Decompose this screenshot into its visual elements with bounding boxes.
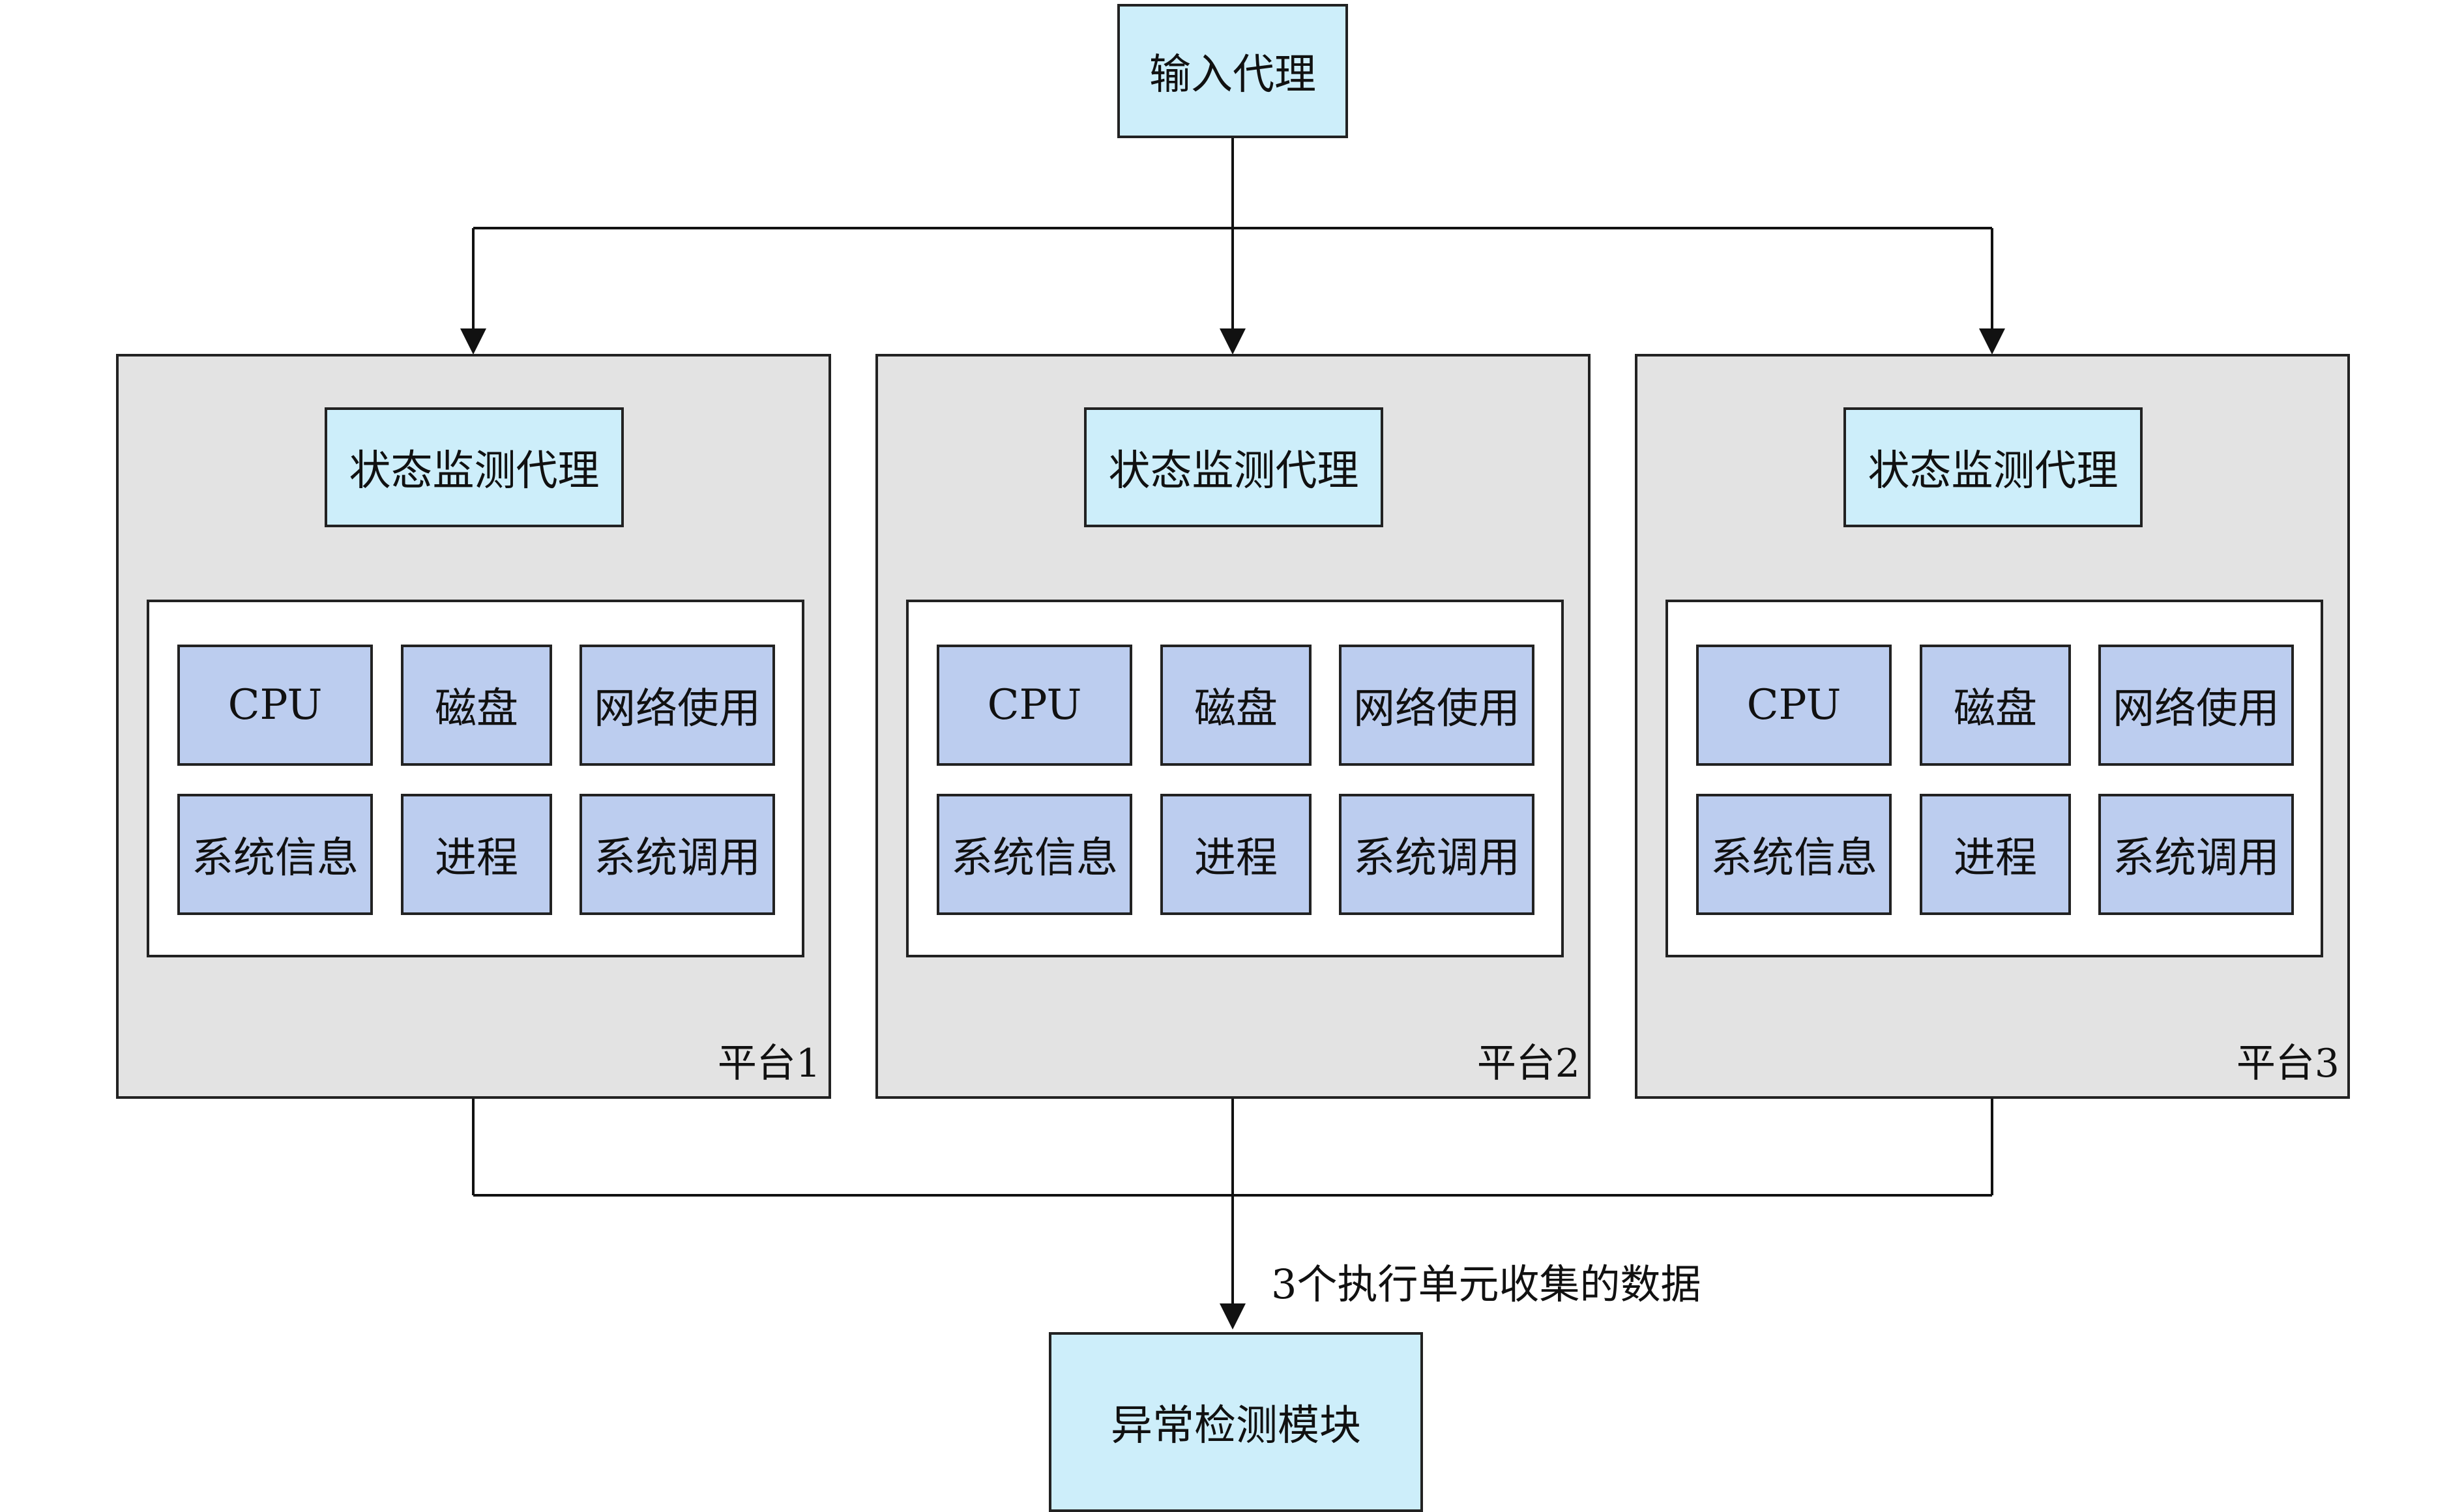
metric-cell-process: 进程 (1160, 794, 1312, 915)
metric-label: 进程 (1954, 834, 2037, 882)
metric-cell-network: 网络使用 (2098, 645, 2294, 766)
metrics-panel: CPU 磁盘 网络使用 系统信息 进程 系统调用 (147, 600, 804, 957)
input-agent-label: 输入代理 (1149, 51, 1316, 99)
input-agent-box: 输入代理 (1117, 4, 1348, 138)
monitor-agent-label: 状态监测代理 (349, 447, 600, 495)
metric-label: 系统调用 (2113, 834, 2280, 882)
metric-cell-process: 进程 (401, 794, 552, 915)
metric-cell-disk: 磁盘 (1160, 645, 1312, 766)
metric-cell-sysinfo: 系统信息 (1696, 794, 1892, 915)
metric-cell-disk: 磁盘 (401, 645, 552, 766)
platform-label: 平台2 (1476, 1041, 1580, 1086)
monitor-agent-label: 状态监测代理 (1868, 447, 2119, 495)
metric-label: 系统信息 (192, 834, 359, 882)
anomaly-module-box: 异常检测模块 (1049, 1332, 1423, 1512)
platform-label: 平台1 (717, 1041, 821, 1086)
monitor-agent-box: 状态监测代理 (1843, 407, 2143, 527)
metric-label: 网络使用 (594, 685, 761, 733)
metric-label: 系统调用 (1353, 834, 1520, 882)
platform-2: 状态监测代理 CPU 磁盘 网络使用 系统信息 进程 系统调用 平台2 (875, 354, 1591, 1099)
metric-cell-syscall: 系统调用 (1339, 794, 1534, 915)
metric-cell-syscall: 系统调用 (579, 794, 775, 915)
metric-cell-cpu: CPU (1696, 645, 1892, 766)
metric-label: 系统信息 (951, 834, 1118, 882)
metric-label: 进程 (435, 834, 518, 882)
monitor-agent-label: 状态监测代理 (1108, 447, 1359, 495)
metric-cell-network: 网络使用 (1339, 645, 1534, 766)
metric-label: CPU (1746, 681, 1841, 729)
metric-label: 网络使用 (1353, 685, 1520, 733)
metric-label: 磁盘 (435, 685, 518, 733)
metric-cell-syscall: 系统调用 (2098, 794, 2294, 915)
metrics-panel: CPU 磁盘 网络使用 系统信息 进程 系统调用 (906, 600, 1564, 957)
metric-cell-cpu: CPU (937, 645, 1132, 766)
anomaly-module-label: 异常检测模块 (1111, 1402, 1361, 1450)
metrics-panel: CPU 磁盘 网络使用 系统信息 进程 系统调用 (1665, 600, 2323, 957)
metric-cell-sysinfo: 系统信息 (177, 794, 373, 915)
platform-3: 状态监测代理 CPU 磁盘 网络使用 系统信息 进程 系统调用 平台3 (1635, 354, 2350, 1099)
platform-label: 平台3 (2236, 1041, 2339, 1086)
monitor-agent-box: 状态监测代理 (1084, 407, 1383, 527)
monitor-agent-box: 状态监测代理 (325, 407, 624, 527)
metric-label: 系统调用 (594, 834, 761, 882)
metric-label: CPU (987, 681, 1082, 729)
metric-cell-sysinfo: 系统信息 (937, 794, 1132, 915)
metric-label: 网络使用 (2113, 685, 2280, 733)
metric-cell-network: 网络使用 (579, 645, 775, 766)
metric-label: 磁盘 (1194, 685, 1278, 733)
metric-label: 系统信息 (1710, 834, 1877, 882)
metric-label: 磁盘 (1954, 685, 2037, 733)
metric-cell-disk: 磁盘 (1920, 645, 2071, 766)
metric-label: CPU (227, 681, 323, 729)
platform-1: 状态监测代理 CPU 磁盘 网络使用 系统信息 进程 系统调用 平台1 (116, 354, 831, 1099)
metric-cell-cpu: CPU (177, 645, 373, 766)
metric-cell-process: 进程 (1920, 794, 2071, 915)
data-flow-label: 3个执行单元收集的数据 (1271, 1260, 1701, 1308)
metric-label: 进程 (1194, 834, 1278, 882)
